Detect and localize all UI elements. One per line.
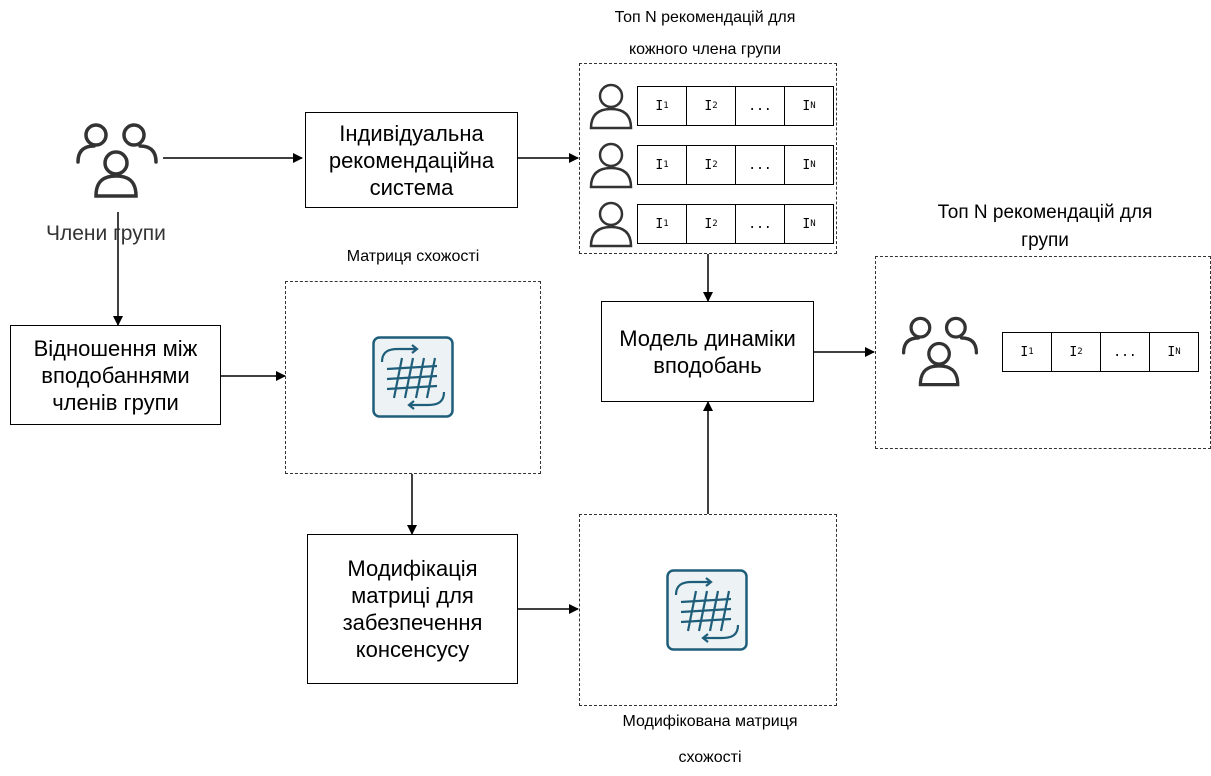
- individual-rs-line-2: рекомендаційна: [328, 147, 495, 173]
- matrix-icon: [666, 569, 748, 651]
- individual-rs-line-1: Індивідуальна: [339, 120, 484, 146]
- dynamics-model-line-2: вподобань: [653, 352, 762, 378]
- users-group-icon: [76, 123, 158, 198]
- topn-members-line-1: Топ N рекомендацій для: [614, 9, 796, 26]
- item-cell-dots: ...: [735, 87, 784, 125]
- matrix-modification-box: Модифікація матриці для забезпечення кон…: [307, 534, 518, 684]
- topn-group-line-1: Топ N рекомендацій для: [937, 202, 1153, 223]
- individual-rs-box: Індивідуальна рекомендаційна система: [305, 112, 518, 208]
- topn-group-label: Топ N рекомендацій для групи: [880, 199, 1210, 255]
- dynamics-model-box: Модель динаміки вподобань: [601, 301, 814, 402]
- relations-line-2: вподобаннями: [41, 362, 190, 388]
- modified-matrix-container: [579, 514, 837, 706]
- relations-box: Відношення між вподобаннями членів групи: [10, 325, 221, 425]
- matrix-modification-line-2: матриці для: [351, 583, 474, 608]
- modified-matrix-line-2: схожості: [678, 749, 742, 766]
- user-icon: [589, 83, 633, 130]
- topn-members-label: Топ N рекомендацій для кожного члена гру…: [560, 2, 850, 66]
- matrix-icon: [372, 336, 454, 418]
- modified-matrix-label: Модифікована матриця схожості: [560, 704, 860, 776]
- user-icon: [589, 142, 633, 189]
- dynamics-model-line-1: Модель динаміки: [619, 325, 796, 351]
- modified-matrix-line-1: Модифікована матриця: [622, 713, 798, 730]
- similarity-matrix-container: [285, 281, 541, 474]
- item-cell-dots: ...: [735, 146, 784, 184]
- relations-line-1: Відношення між: [33, 335, 198, 361]
- topn-members-line-2: кожного члена групи: [628, 41, 782, 58]
- topn-members-container: [579, 63, 837, 254]
- matrix-modification-line-4: консенсусу: [355, 637, 470, 662]
- individual-rs-line-3: система: [369, 174, 454, 200]
- item-cell-dots: ...: [1100, 333, 1149, 371]
- item-cell-dots: ...: [735, 205, 784, 243]
- group-members-label: Члени групи: [46, 222, 166, 245]
- relations-line-3: членів групи: [52, 389, 179, 415]
- users-group-icon: [901, 316, 979, 387]
- matrix-modification-line-1: Модифікація: [347, 556, 478, 581]
- similarity-matrix-label: Матриця схожості: [346, 248, 480, 265]
- matrix-modification-line-3: забезпечення: [342, 610, 483, 635]
- user-icon: [589, 201, 633, 248]
- topn-group-line-2: групи: [1021, 230, 1069, 251]
